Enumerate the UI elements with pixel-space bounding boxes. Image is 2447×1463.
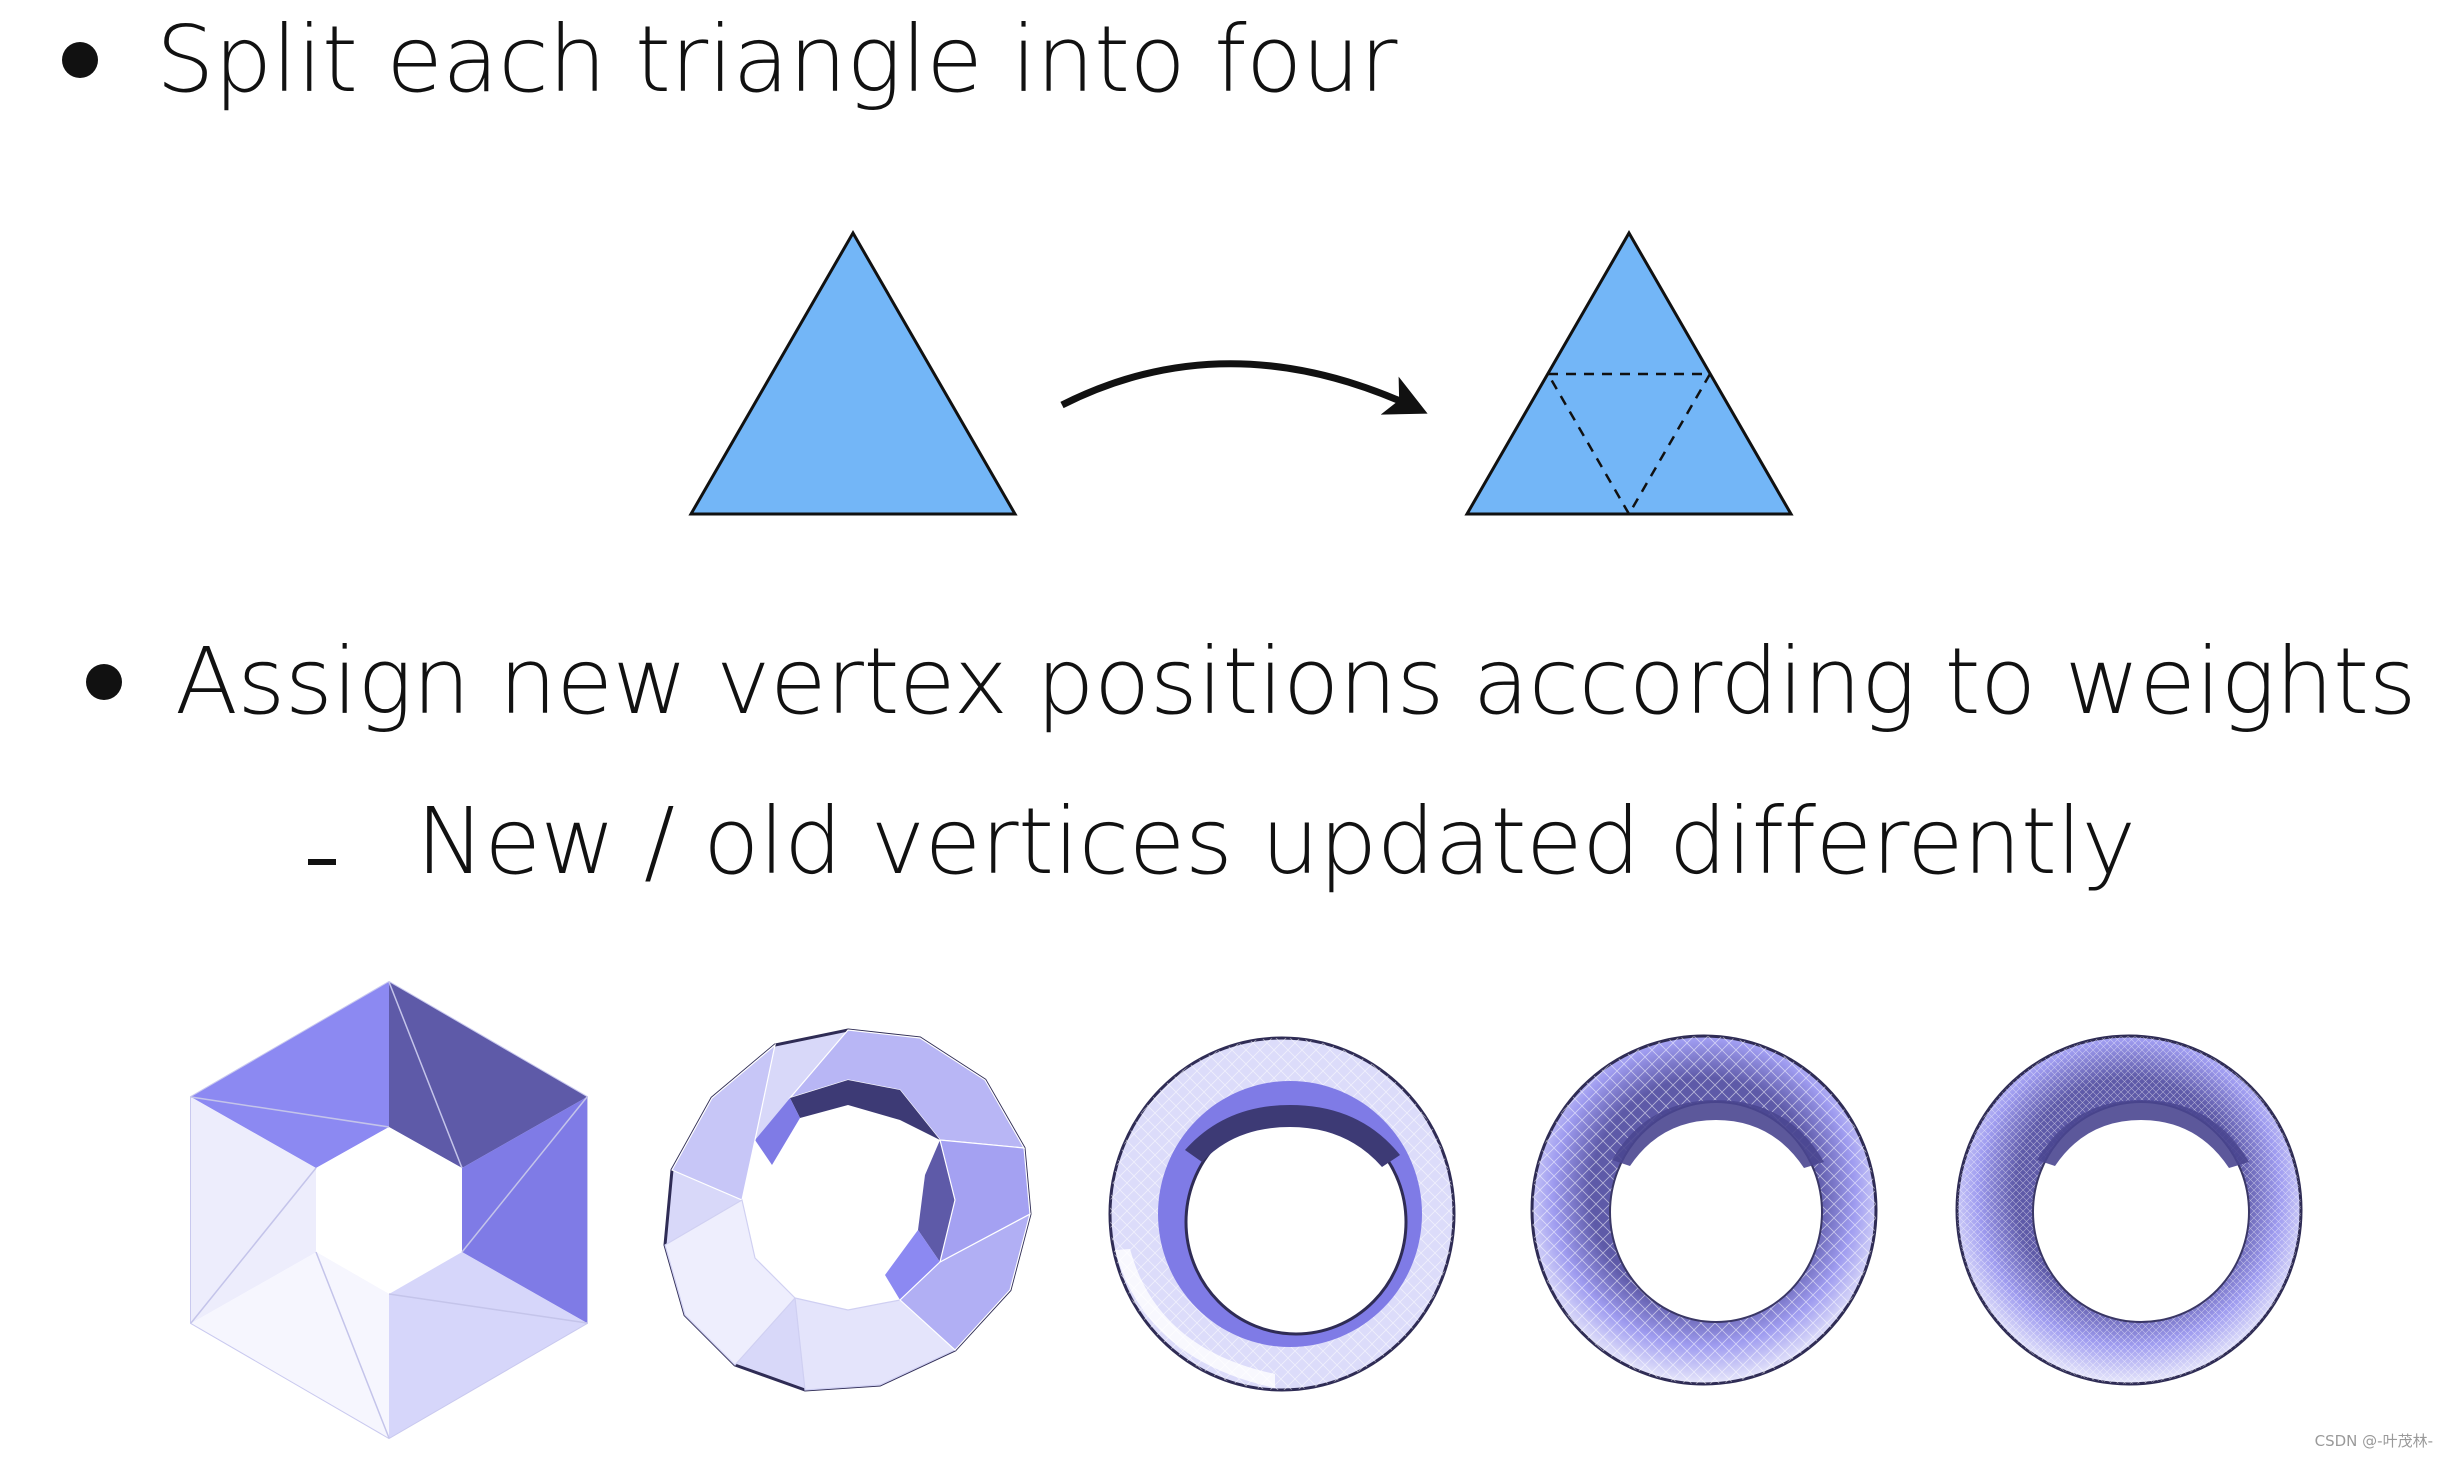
bullet-assign-positions: Assign new vertex positions according to…	[86, 628, 2417, 735]
dash-marker-icon	[308, 859, 336, 865]
bullet-text: Split each triangle into four	[156, 6, 1397, 113]
watermark: CSDN @-叶茂林-	[2314, 1432, 2433, 1450]
mesh-level-4	[1955, 1034, 2303, 1386]
mesh-level-2	[1108, 1036, 1456, 1392]
subdivided-triangle	[1464, 229, 1794, 517]
bullet-split-triangle: Split each triangle into four	[62, 14, 1397, 106]
transform-arrow-icon	[1060, 360, 1428, 415]
original-triangle	[688, 229, 1018, 516]
bullet-dot-icon	[62, 42, 98, 78]
bullet-text: Assign new vertex positions according to…	[175, 628, 2417, 735]
sub-bullet-text: New / old vertices updated differently	[416, 788, 2136, 895]
bullet-dot-icon	[86, 664, 122, 700]
mesh-level-0	[190, 980, 588, 1440]
sub-bullet-new-old-vertices: New / old vertices updated differently	[308, 788, 2136, 895]
mesh-level-1	[663, 1028, 1032, 1392]
mesh-level-3	[1530, 1034, 1878, 1386]
